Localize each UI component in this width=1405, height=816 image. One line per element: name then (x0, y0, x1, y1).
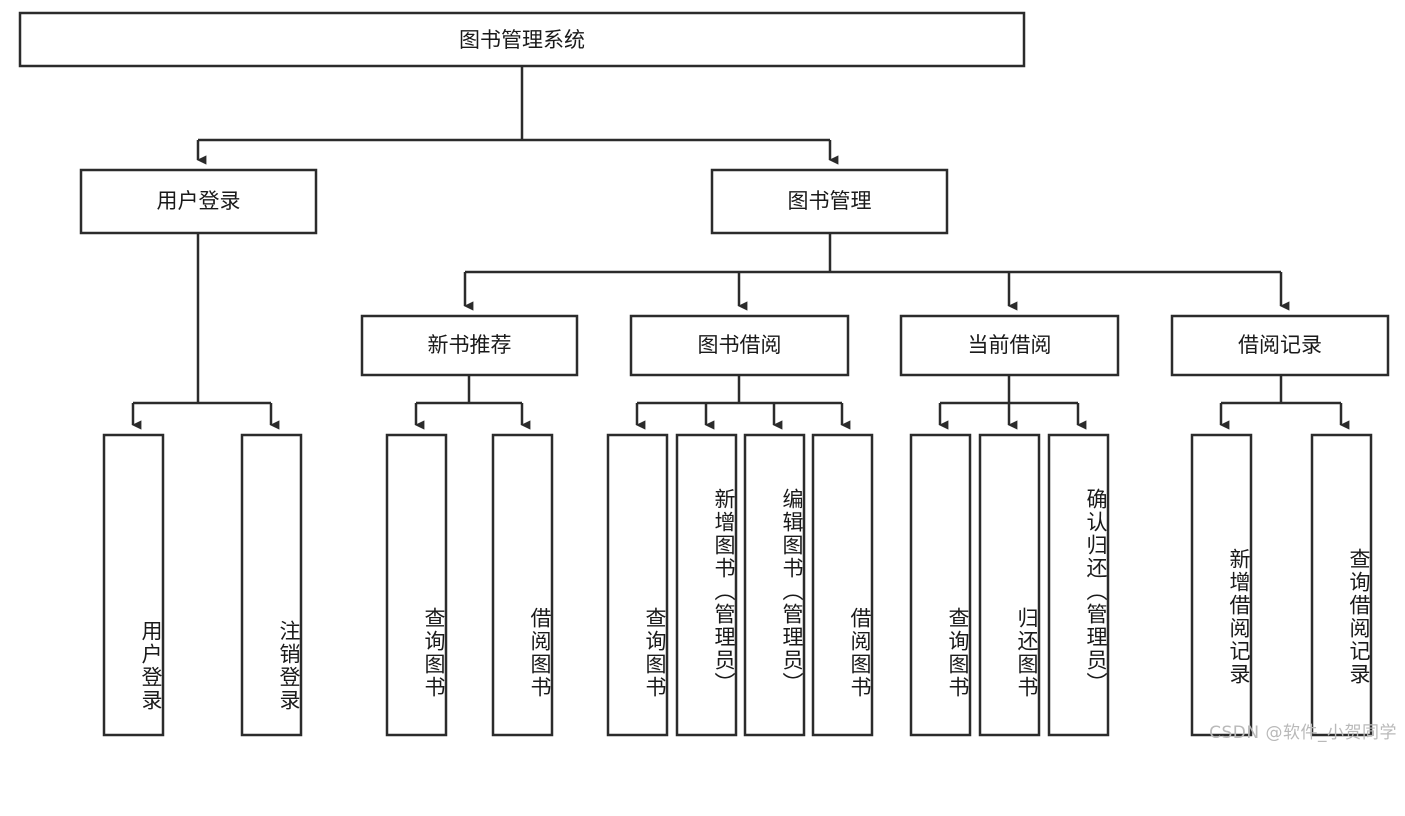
node-book-manage[interactable]: 图书管理 (710, 168, 949, 235)
node-root[interactable]: 图书管理系统 (18, 11, 1026, 68)
node-root-label: 图书管理系统 (459, 28, 585, 52)
leaf-box-edit-book[interactable] (743, 433, 806, 737)
leaf-box-user-login[interactable] (102, 433, 165, 737)
node-book-borrow[interactable]: 图书借阅 (629, 314, 850, 377)
leaf-box-add-book[interactable] (675, 433, 738, 737)
node-root-box[interactable] (18, 11, 1026, 68)
node-user-login-box[interactable] (79, 168, 318, 235)
leaf-box-confirm-return[interactable] (1047, 433, 1110, 737)
node-book-manage-box[interactable] (710, 168, 949, 235)
node-book-manage-label: 图书管理 (788, 189, 872, 213)
node-current-borrow[interactable]: 当前借阅 (899, 314, 1120, 377)
node-current-borrow-label: 当前借阅 (968, 333, 1052, 357)
node-borrow-record[interactable]: 借阅记录 (1170, 314, 1390, 377)
csdn-watermark: CSDN @软件_小贺同学 (1209, 723, 1397, 743)
leaf-box-borrow-book-1[interactable] (491, 433, 554, 737)
diagram-canvas: 图书管理系统 用户登录 图书管理 新书推荐 图书借阅 当前借阅 借阅记录 (18, 11, 1390, 737)
node-borrow-record-label: 借阅记录 (1238, 333, 1322, 357)
node-new-book-recommend[interactable]: 新书推荐 (360, 314, 579, 377)
node-user-login[interactable]: 用户登录 (79, 168, 318, 235)
node-new-book-recommend-box[interactable] (360, 314, 579, 377)
edge-group (131, 66, 1350, 430)
leaf-box-query-book-3[interactable] (909, 433, 972, 737)
leaf-box-query-record[interactable] (1310, 433, 1373, 737)
node-book-borrow-label: 图书借阅 (698, 333, 782, 357)
leaf-box-add-record[interactable] (1190, 433, 1253, 737)
leaf-box-query-book-1[interactable] (385, 433, 448, 737)
node-user-login-label: 用户登录 (157, 189, 241, 213)
leaf-box-query-book-2[interactable] (606, 433, 669, 737)
flowchart-diagram: 图书管理系统 用户登录 图书管理 新书推荐 图书借阅 当前借阅 借阅记录 (18, 11, 1397, 743)
leaf-box-logout-login[interactable] (240, 433, 303, 737)
node-current-borrow-box[interactable] (899, 314, 1120, 377)
leaf-box-return-book[interactable] (978, 433, 1041, 737)
node-new-book-recommend-label: 新书推荐 (428, 333, 512, 357)
leaf-box-borrow-book-2[interactable] (811, 433, 874, 737)
leaf-box-group (102, 433, 1373, 737)
node-book-borrow-box[interactable] (629, 314, 850, 377)
node-borrow-record-box[interactable] (1170, 314, 1390, 377)
